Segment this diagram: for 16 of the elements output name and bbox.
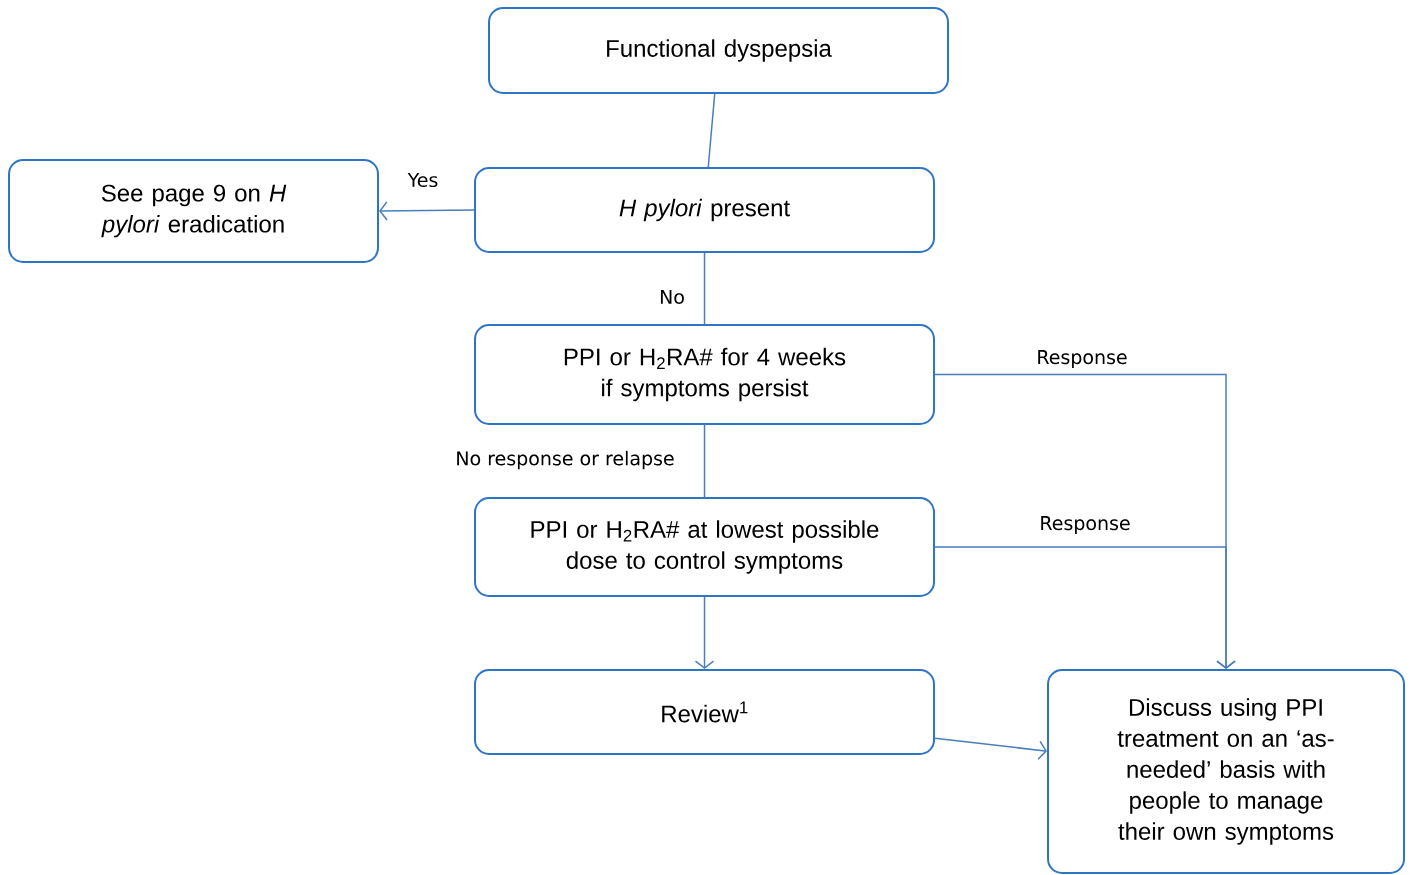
arrow [934,737,1047,760]
edge-label: No [658,288,686,306]
arrow [694,596,715,669]
arrow [934,546,1236,669]
process-box: H pylori present [474,167,935,253]
edge-label: No response or relapse [454,449,676,471]
process-box: PPI or H$_{2}$RA# for 4 weeks if symptoms persist [474,324,935,425]
process-box: Functional dyspepsia [488,7,949,94]
process-box: PPI or H$_{2}$RA# at lowest possible dose to control symptoms [474,497,935,597]
edge-label: Yes [406,171,440,189]
process-box: See page 9 on H pylori eradication [8,159,379,263]
edge-label: Response [1035,349,1129,369]
edge-label: Response [1038,515,1132,535]
arrow [379,201,475,221]
process-box: Discuss using PPI treatment on an ‘as-needed’ basis with people to manage their own symptoms [1047,669,1405,874]
process-box: Review$^{1}$ [474,669,935,755]
